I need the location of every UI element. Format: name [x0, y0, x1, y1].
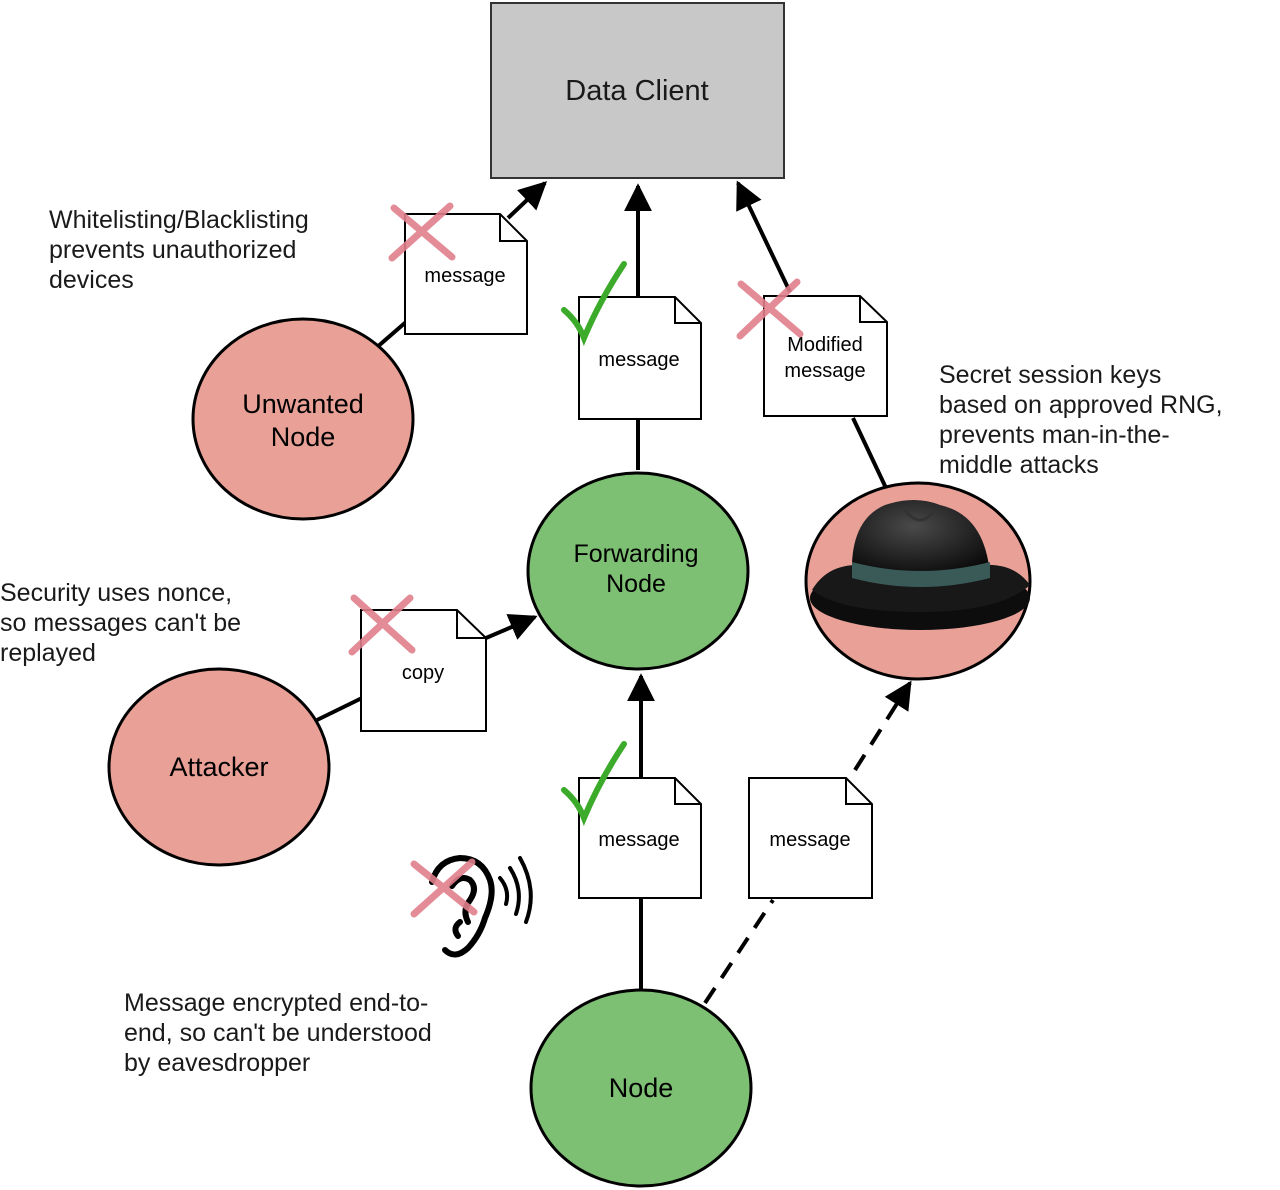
annotation-line: middle attacks: [939, 451, 1099, 479]
x-mark-icon: [410, 858, 478, 918]
secret-keys-annotation: Secret session keys based on approved RN…: [939, 360, 1223, 480]
forward-message-label: message: [598, 349, 679, 371]
x-mark-icon: [736, 278, 804, 340]
edge-intercept-to-mitm: [853, 680, 912, 772]
edge-unwanted-to-msg: [374, 320, 408, 350]
node-message-label: message: [598, 829, 679, 851]
edge-modified-msg-to-client: [736, 180, 792, 293]
nonce-annotation: Security uses nonce, so messages can't b…: [0, 578, 241, 668]
unwanted-node-label-2: Node: [271, 422, 336, 452]
forwarding-node-label-1: Forwarding: [573, 540, 698, 568]
modified-message-label-1: Modified: [787, 334, 863, 356]
source-node: Node: [529, 988, 753, 1188]
forward-message-doc: message: [578, 296, 702, 420]
copy-message-label: copy: [402, 662, 444, 684]
annotation-line: by eavesdropper: [124, 1049, 311, 1077]
annotation-line: devices: [49, 266, 134, 294]
source-node-label: Node: [609, 1073, 674, 1103]
forwarding-node: Forwarding Node: [526, 471, 750, 671]
modified-message-doc: Modified message: [763, 295, 888, 417]
unwanted-node: Unwanted Node: [191, 317, 415, 521]
forwarding-node-label-2: Node: [606, 570, 666, 598]
unwanted-message-label: message: [424, 265, 505, 287]
edge-attacker-to-copy: [316, 696, 363, 722]
whitelist-annotation: Whitelisting/Blacklisting prevents unaut…: [49, 205, 309, 295]
copy-message-doc: copy: [360, 609, 487, 732]
annotation-line: prevents man-in-the-: [939, 421, 1170, 449]
data-client-label: Data Client: [565, 75, 708, 107]
unwanted-node-label-1: Unwanted: [242, 389, 364, 419]
edge-mitm-to-msg: [851, 417, 888, 489]
edge-copy-to-forward: [485, 614, 538, 640]
annotation-line: Whitelisting/Blacklisting: [49, 206, 309, 234]
intercepted-message-doc: message: [748, 777, 873, 899]
annotation-line: so messages can't be: [0, 609, 242, 637]
encryption-annotation: Message encrypted end-to- end, so can't …: [124, 988, 432, 1078]
man-in-the-middle-node: [804, 481, 1032, 681]
modified-message-label-2: message: [784, 360, 865, 382]
annotation-line: replayed: [0, 639, 96, 667]
intercepted-message-label: message: [769, 829, 850, 851]
attacker-node: Attacker: [107, 667, 331, 867]
x-mark-icon: [348, 594, 416, 656]
edge-unwanted-msg-to-client: [506, 181, 548, 220]
annotation-line: Message encrypted end-to-: [124, 989, 429, 1017]
check-mark-icon: [561, 741, 627, 827]
attacker-node-label: Attacker: [169, 752, 268, 782]
annotation-line: based on approved RNG,: [939, 391, 1223, 419]
check-mark-icon: [561, 261, 627, 347]
ear-icon: [429, 854, 533, 958]
edge-node-to-intercept: [703, 898, 775, 1005]
annotation-line: Secret session keys: [939, 361, 1162, 389]
fedora-hat-icon: [810, 500, 1030, 630]
data-client-box: Data Client: [490, 2, 785, 179]
x-mark-icon: [388, 202, 456, 262]
annotation-line: prevents unauthorized: [49, 236, 297, 264]
node-message-doc: message: [578, 777, 702, 899]
annotation-line: end, so can't be understood: [124, 1019, 432, 1047]
annotation-line: Security uses nonce,: [0, 579, 233, 607]
